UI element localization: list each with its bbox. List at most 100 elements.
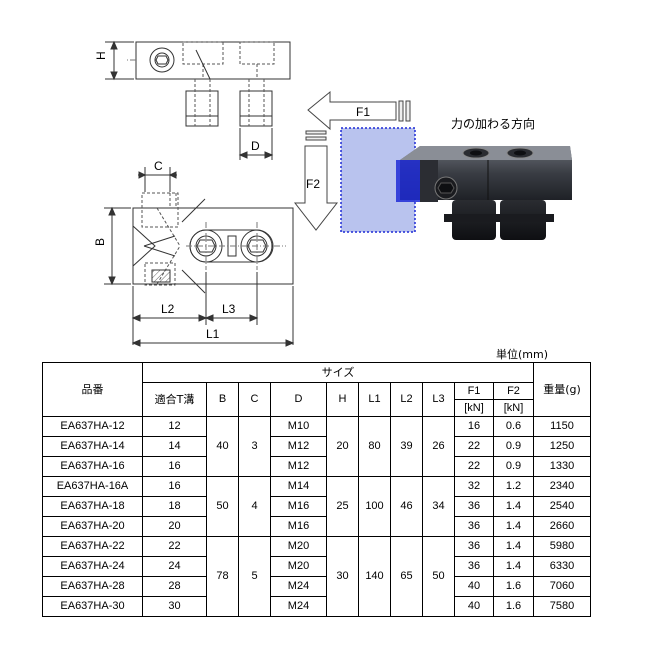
force-arrow-f1: [307, 90, 411, 131]
cell-part: EA637HA-30: [42, 596, 143, 617]
cell-d: M14: [270, 476, 327, 497]
cell-f2: 1.4: [493, 556, 534, 577]
cell-weight: 2660: [533, 516, 591, 537]
label-l3: L3: [222, 302, 236, 316]
unit-label: 単位(mm): [496, 348, 549, 361]
cell-weight: 6330: [533, 556, 591, 577]
cell-d: M10: [270, 416, 327, 437]
cell-b: 40: [206, 416, 239, 477]
cell-f2: 1.4: [493, 536, 534, 557]
label-l1: L1: [206, 327, 220, 341]
header-d: D: [270, 382, 327, 417]
cell-part: EA637HA-28: [42, 576, 143, 597]
cell-l2: 46: [390, 476, 423, 537]
cell-b: 78: [206, 536, 239, 617]
cell-t-slot: 16: [142, 456, 207, 477]
cell-f1: 32: [454, 476, 494, 497]
cell-part: EA637HA-12: [42, 416, 143, 437]
cell-f1: 36: [454, 496, 494, 517]
cell-t-slot: 12: [142, 416, 207, 437]
cell-h: 25: [326, 476, 359, 537]
header-l3: L3: [422, 382, 455, 417]
cell-l1: 80: [358, 416, 391, 477]
cell-l3: 26: [422, 416, 455, 477]
cell-f2: 1.2: [493, 476, 534, 497]
label-h: H: [94, 51, 108, 60]
header-weight: 重量(g): [533, 362, 591, 417]
cell-f1: 36: [454, 536, 494, 557]
cell-weight: 7060: [533, 576, 591, 597]
header-size: サイズ: [142, 362, 534, 383]
cell-f1: 40: [454, 596, 494, 617]
header-h: H: [326, 382, 359, 417]
force-direction-label: 力の加わる方向: [451, 116, 535, 131]
cell-t-slot: 28: [142, 576, 207, 597]
label-b: B: [93, 238, 107, 246]
cell-f2: 1.6: [493, 596, 534, 617]
label-d: D: [251, 139, 260, 153]
cell-b: 50: [206, 476, 239, 537]
table-row: EA637HA-22 22 78 5 M20 30 140 65 50 36 1…: [42, 536, 591, 617]
label-f2: F2: [306, 177, 320, 191]
header-t-slot: 適合T溝: [142, 382, 207, 417]
header-f1-unit: [kN]: [454, 399, 494, 417]
b-dimension: [104, 206, 131, 286]
cell-d: M20: [270, 556, 327, 577]
table-row: EA637HA-12 12 40 3 M10 20 80 39 26 16 0.…: [42, 416, 591, 477]
table-row: EA637HA-28 28 M24 40 1.6 7060: [42, 576, 591, 597]
cell-f2: 1.4: [493, 516, 534, 537]
cell-t-slot: 18: [142, 496, 207, 517]
cell-l1: 140: [358, 536, 391, 617]
cell-part: EA637HA-24: [42, 556, 143, 577]
cell-d: M16: [270, 496, 327, 517]
cell-d: M20: [270, 536, 327, 557]
table-row: EA637HA-20 20 M16 36 1.4 2660: [42, 516, 591, 537]
cell-weight: 2540: [533, 496, 591, 517]
table-row: EA637HA-14 14 M12 22 0.9 1250: [42, 436, 591, 457]
header-row-1: 品番 サイズ 重量(g): [42, 362, 591, 417]
cell-l1: 100: [358, 476, 391, 537]
table-row: EA637HA-24 24 M20 36 1.4 6330: [42, 556, 591, 577]
technical-drawing: H D: [93, 40, 572, 347]
h-dimension: [105, 40, 134, 81]
cell-part: EA637HA-22: [42, 536, 143, 557]
plan-view: [132, 192, 294, 294]
header-f2: F2: [493, 382, 534, 400]
table-row: EA637HA-16A 16 50 4 M14 25 100 46 34 32 …: [42, 476, 591, 537]
cell-d: M16: [270, 516, 327, 537]
cell-t-slot: 30: [142, 596, 207, 617]
cell-l2: 39: [390, 416, 423, 477]
cell-t-slot: 16: [142, 476, 207, 497]
table-row: EA637HA-16 16 M12 22 0.9 1330: [42, 456, 591, 477]
cell-f2: 0.9: [493, 436, 534, 457]
cell-l2: 65: [390, 536, 423, 617]
cell-f2: 0.6: [493, 416, 534, 437]
cell-d: M12: [270, 456, 327, 477]
cell-d: M24: [270, 596, 327, 617]
cell-l3: 50: [422, 536, 455, 617]
header-b: B: [206, 382, 239, 417]
cell-part: EA637HA-16A: [42, 476, 143, 497]
d-dimension: [238, 128, 274, 160]
force-arrow-f2: [293, 130, 339, 231]
label-c: C: [154, 159, 163, 173]
header-l1: L1: [358, 382, 391, 417]
cell-c: 3: [238, 416, 271, 477]
cell-c: 4: [238, 476, 271, 537]
c-dimension: [138, 167, 177, 192]
cell-f2: 0.9: [493, 456, 534, 477]
cell-part: EA637HA-18: [42, 496, 143, 517]
cell-d: M12: [270, 436, 327, 457]
header-f2-unit: [kN]: [493, 399, 534, 417]
cell-h: 30: [326, 536, 359, 617]
cell-weight: 1150: [533, 416, 591, 437]
cell-weight: 5980: [533, 536, 591, 557]
cell-weight: 1330: [533, 456, 591, 477]
cell-t-slot: 20: [142, 516, 207, 537]
header-l2: L2: [390, 382, 423, 417]
clamp-photo: [396, 146, 572, 240]
cell-f2: 1.4: [493, 496, 534, 517]
cell-d: M24: [270, 576, 327, 597]
cell-t-slot: 22: [142, 536, 207, 557]
cell-weight: 7580: [533, 596, 591, 617]
